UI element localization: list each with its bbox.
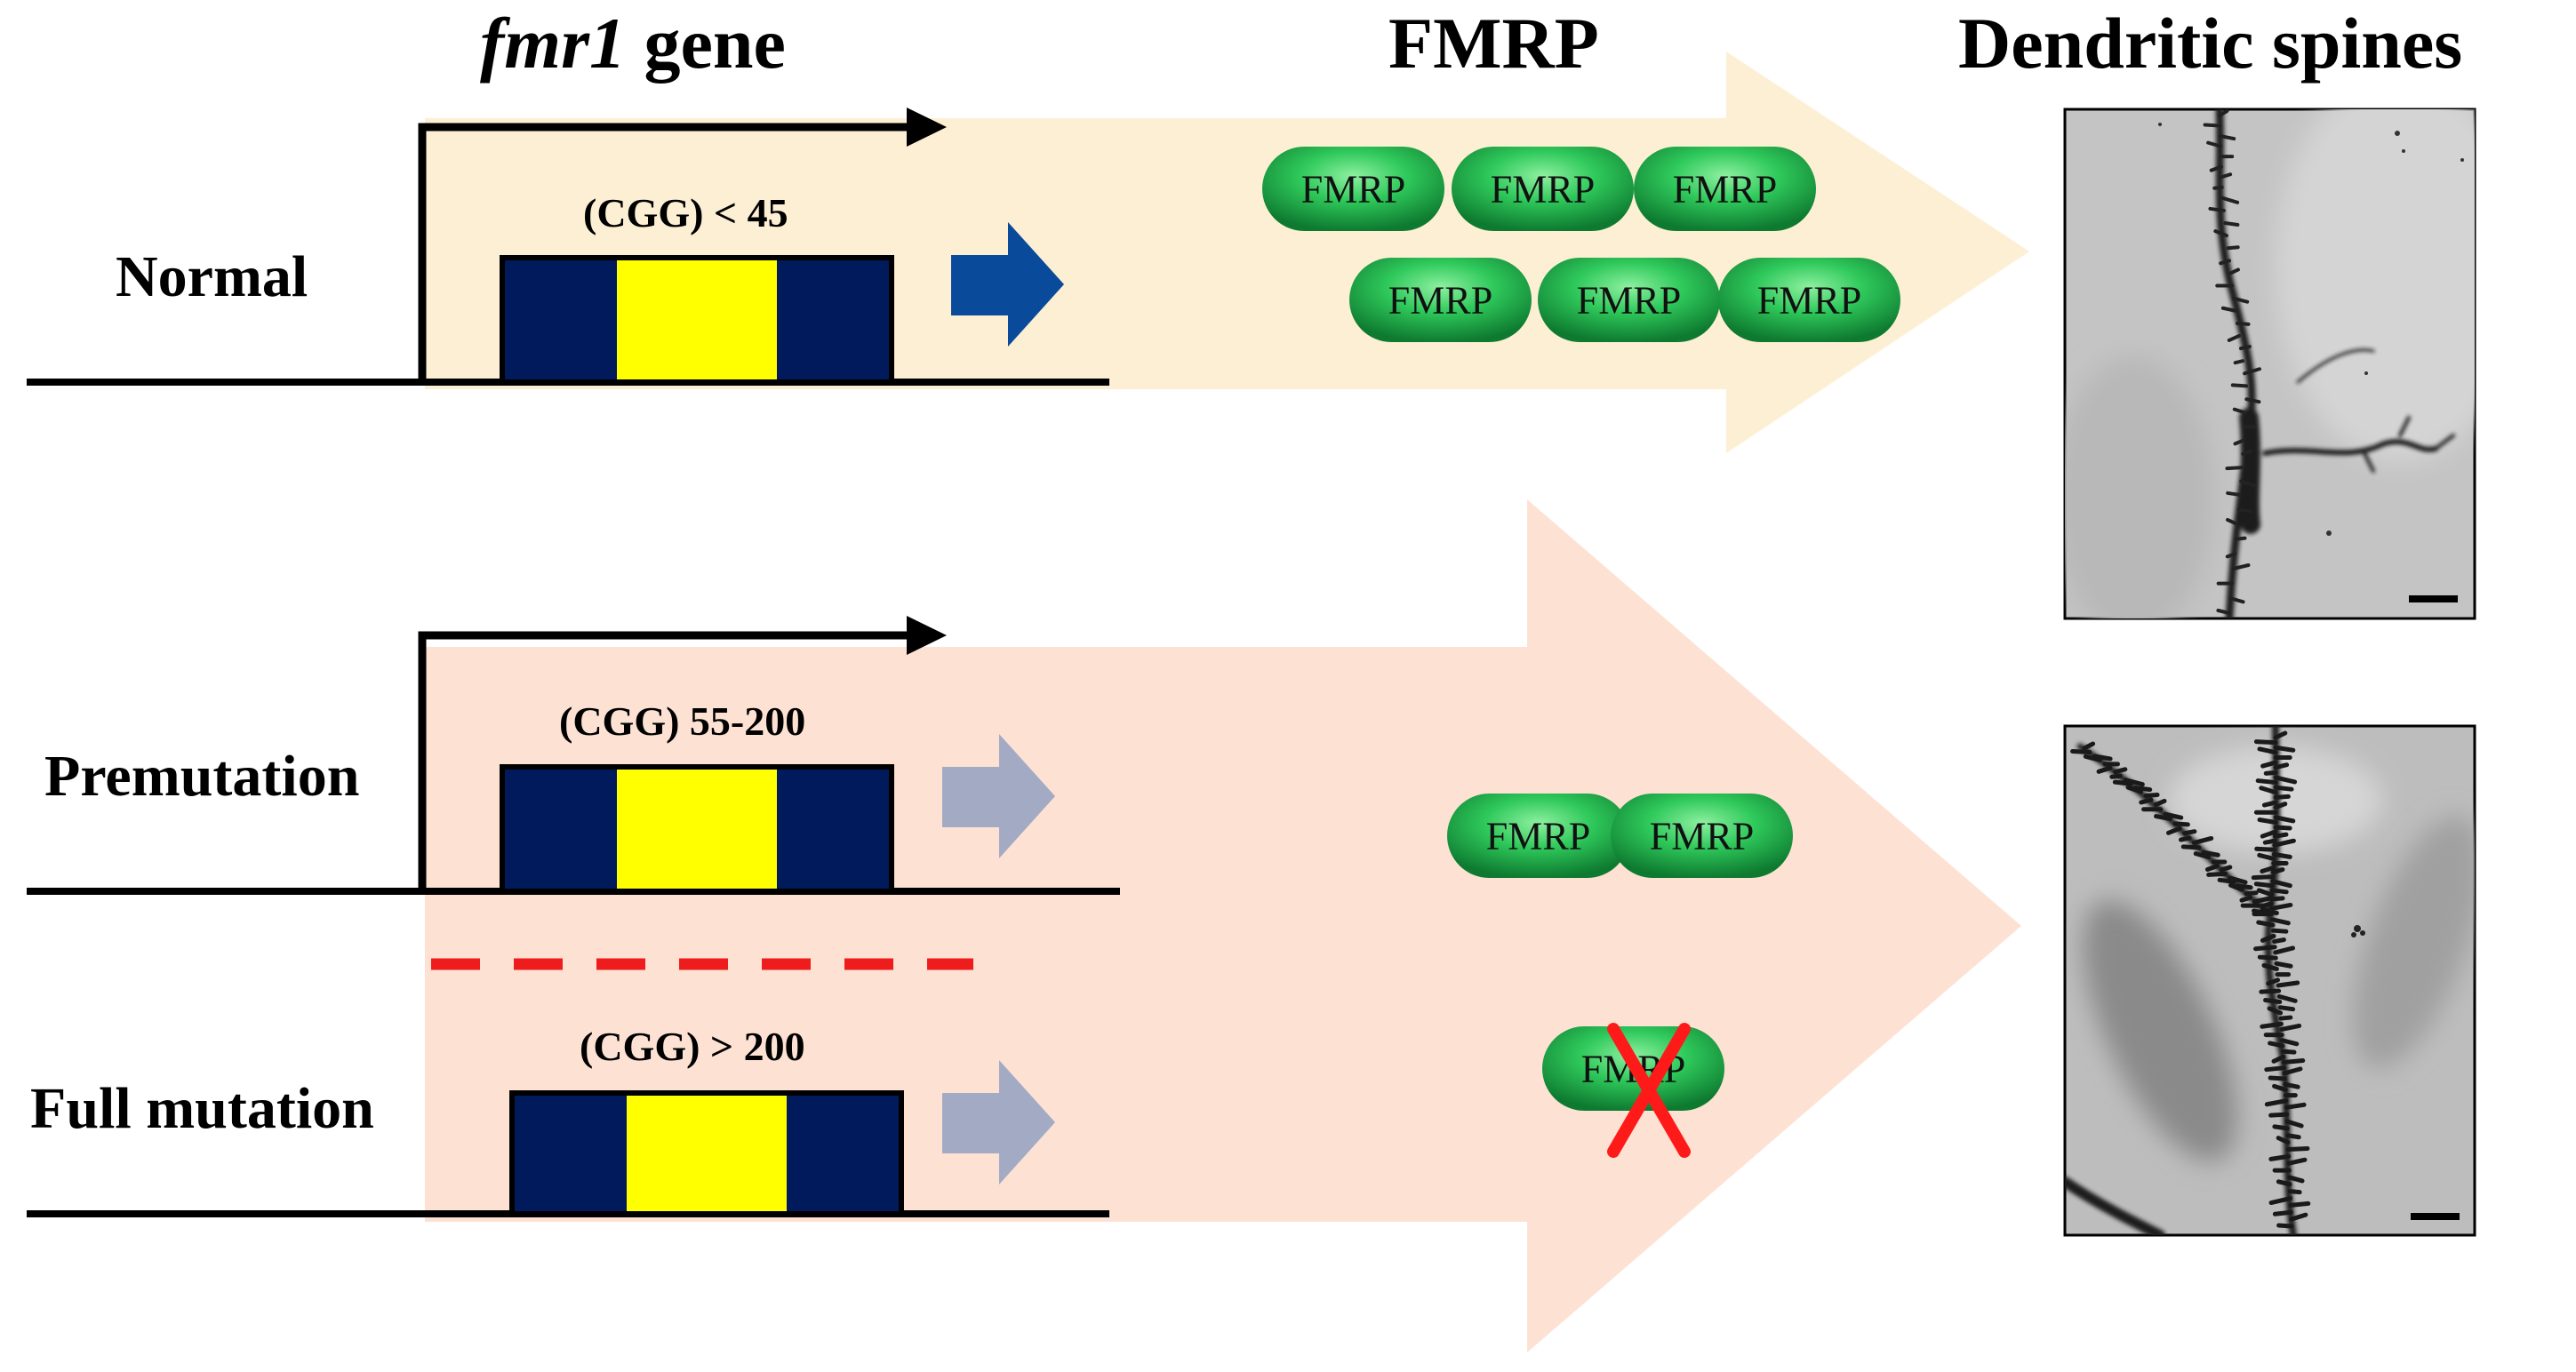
fmrp-protein-label: FMRP xyxy=(1486,815,1590,858)
fmrp-protein-label: FMRP xyxy=(1388,279,1492,323)
repeat-label-normal: (CGG) < 45 xyxy=(583,190,788,235)
row-label-normal: Normal xyxy=(116,244,308,309)
repeat-label-full-mutation: (CGG) > 200 xyxy=(580,1024,805,1069)
promoter-arrow-icon-normal xyxy=(418,108,947,382)
gene-box-full-mutation xyxy=(509,1090,904,1216)
scale-bar xyxy=(2411,1213,2460,1220)
repeat-label-premutation: (CGG) 55-200 xyxy=(559,698,806,744)
gene-word: gene xyxy=(626,3,786,84)
fmrp-protein-label: FMRP xyxy=(1491,168,1595,211)
cgg-repeat-region xyxy=(617,260,777,379)
fmrp-protein-label: FMRP xyxy=(1650,815,1754,858)
cgg-repeat-region xyxy=(617,770,777,889)
spines-header: Dendritic spines xyxy=(1958,3,2463,84)
fmrp-protein: FMRP xyxy=(1718,258,1900,342)
row-label-premutation: Premutation xyxy=(44,744,360,809)
fmrp-protein: FMRP xyxy=(1452,147,1634,231)
fmrp-protein: FMRP xyxy=(1349,258,1532,342)
mutant-translation-arrow xyxy=(425,499,2021,1352)
fmrp-protein: FMRP xyxy=(1634,147,1816,231)
micrograph-normal xyxy=(2063,108,2476,620)
gene-name: fmr1 xyxy=(480,3,626,84)
fmrp-protein: FMRP xyxy=(1262,147,1444,231)
expression-arrow-icon-premutation xyxy=(942,734,1055,858)
scale-bar xyxy=(2409,595,2458,602)
micrograph-mutant xyxy=(2063,724,2476,1237)
protein-header: FMRP xyxy=(1388,3,1599,84)
expression-arrow-icon-normal xyxy=(951,222,1064,347)
row-label-full-mutation: Full mutation xyxy=(30,1076,374,1141)
fmrp-protein: FMRP xyxy=(1447,794,1629,878)
gene-header: fmr1 gene xyxy=(480,2,786,85)
fmrp-protein-group: FMRPFMRPFMRPFMRPFMRPFMRPFMRPFMRPFMRP xyxy=(1262,147,1900,1111)
fmrp-protein-label: FMRP xyxy=(1673,168,1777,211)
expression-arrow-icon-full-mutation xyxy=(942,1060,1055,1185)
fmrp-protein-label: FMRP xyxy=(1301,168,1405,211)
gene-box-normal xyxy=(500,255,894,385)
fmrp-protein-label: FMRP xyxy=(1577,279,1681,323)
gene-box-premutation xyxy=(500,764,894,894)
promoter-arrow-icon-premutation xyxy=(418,616,947,891)
fmrp-protein: FMRP xyxy=(1611,794,1793,878)
absent-cross-icon xyxy=(1607,1023,1691,1158)
fmrp-protein-label: FMRP xyxy=(1757,279,1861,323)
normal-translation-arrow xyxy=(425,52,2029,453)
cgg-repeat-region xyxy=(627,1096,787,1211)
fmrp-protein: FMRP xyxy=(1538,258,1720,342)
